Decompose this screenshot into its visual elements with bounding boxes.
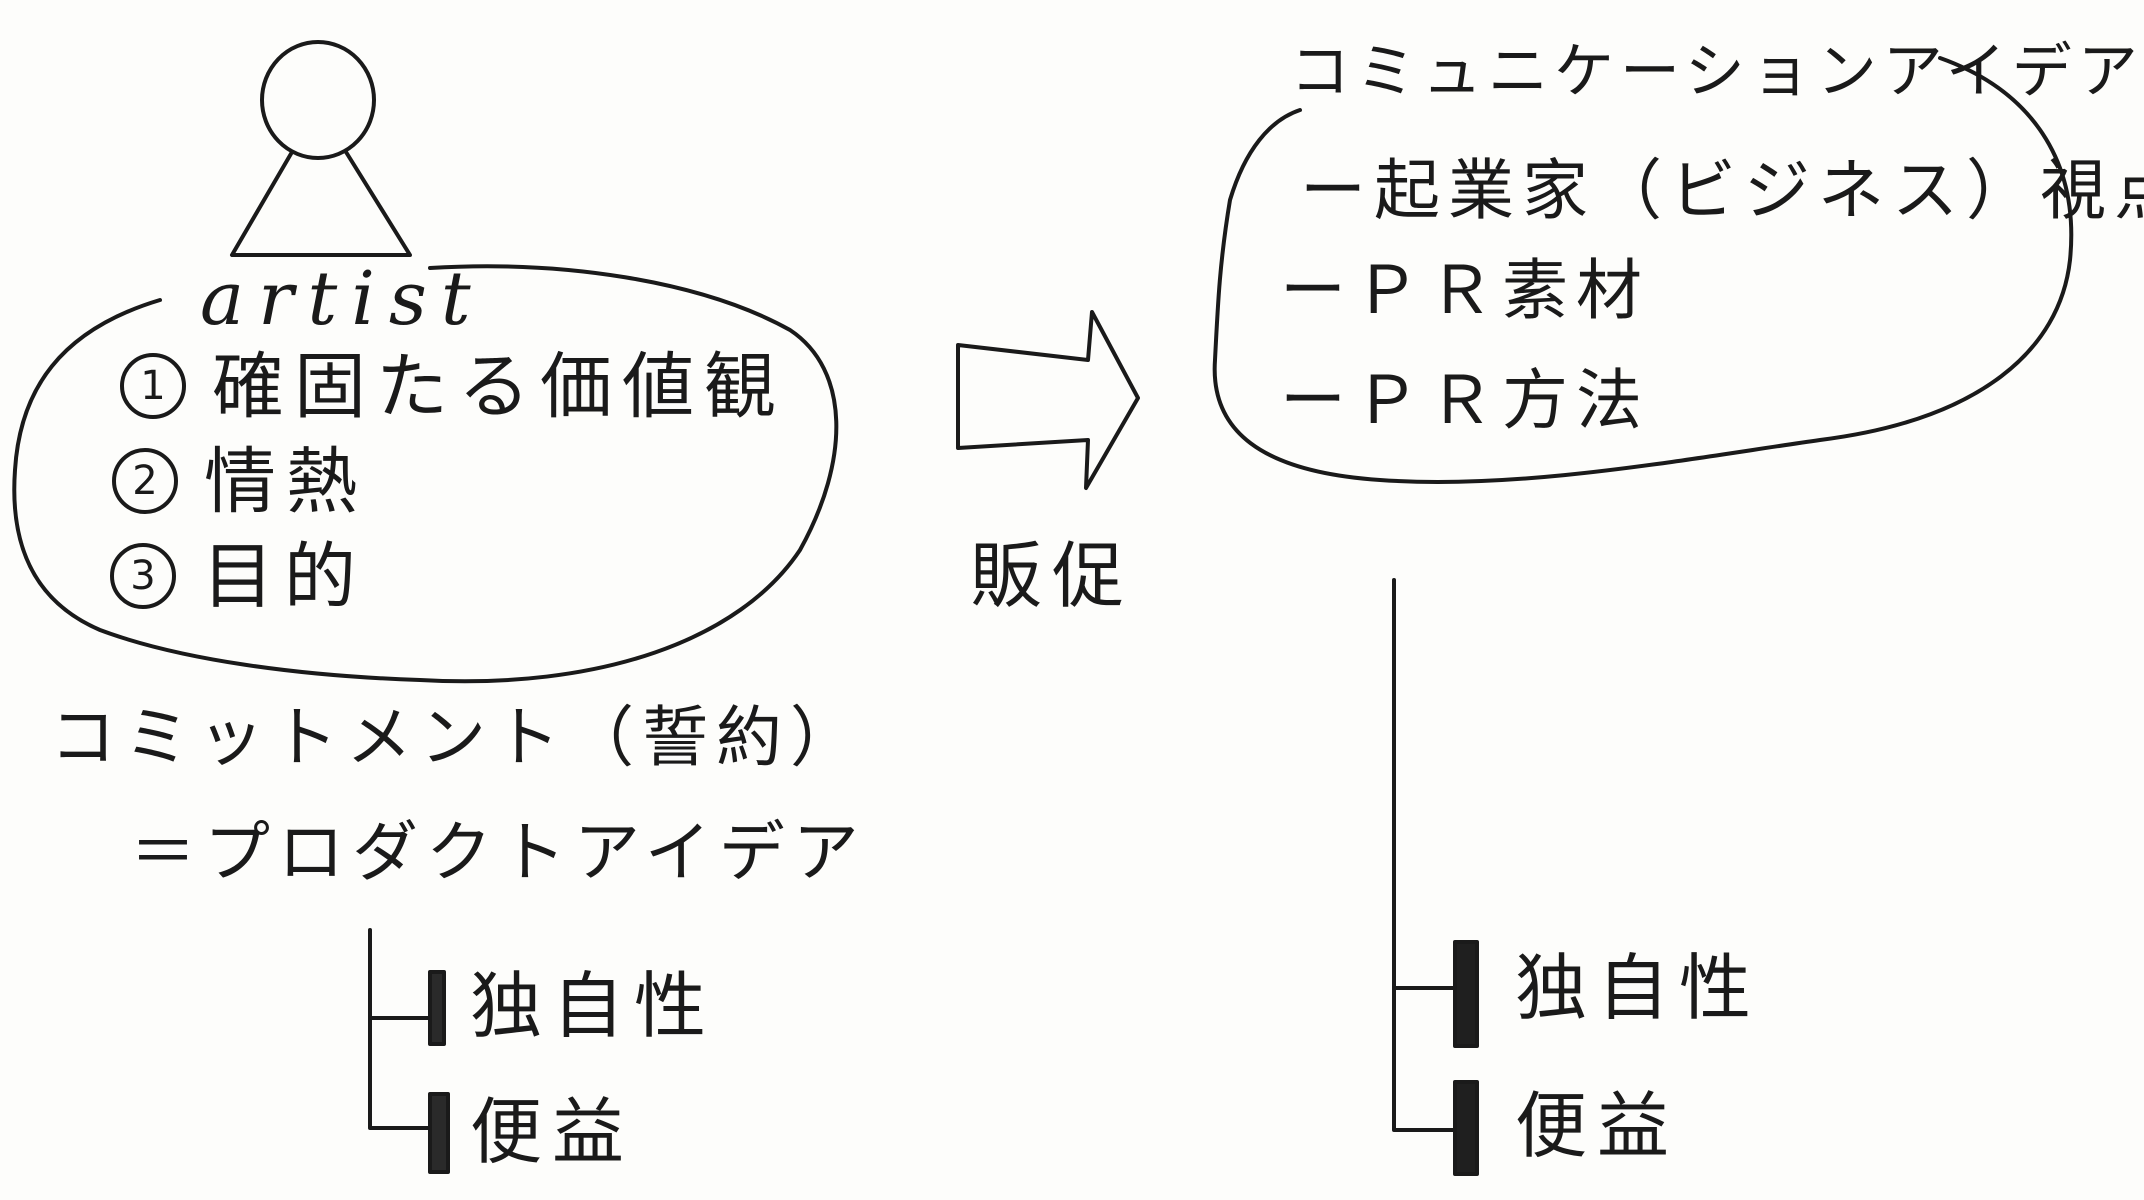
value-text: 情熱 — [204, 439, 369, 524]
left-branch-uniqueness: 独自性 — [470, 964, 717, 1048]
right-title: コミュニケーションアイデア — [1290, 37, 2144, 107]
left-branch-benefit: 便益 — [470, 1090, 635, 1174]
arrow-label: 販促 — [970, 534, 1135, 618]
value-text: 目的 — [202, 534, 367, 619]
right-bubble-outline — [1212, 56, 2074, 484]
commitment-text: コミットメント（誓約） — [50, 699, 864, 776]
right-arrow-icon — [956, 310, 1140, 490]
left-branch-marker-2 — [428, 1092, 450, 1174]
left-branch-marker-1 — [428, 970, 446, 1046]
left-bubble-outline — [12, 264, 839, 684]
right-tree-lines — [1392, 578, 1460, 1132]
number-badge: 1 — [120, 353, 186, 420]
artist-label: artist — [200, 256, 485, 342]
product-idea-text: ＝プロダクトアイデア — [130, 814, 867, 891]
right-point-3: ーＰＲ方法 — [1280, 362, 1650, 439]
number-badge: 2 — [112, 448, 178, 515]
right-point-2: ーＰＲ素材 — [1280, 252, 1650, 329]
value-text: 確固たる価値観 — [212, 344, 787, 429]
right-point-1: ー起業家（ビジネス）視点 — [1300, 152, 2144, 229]
right-branch-benefit: 便益 — [1515, 1084, 1680, 1168]
person-icon — [230, 40, 412, 257]
right-branch-uniqueness: 独自性 — [1515, 946, 1762, 1030]
right-branch-marker-2 — [1453, 1080, 1479, 1176]
right-branch-marker-1 — [1453, 940, 1479, 1048]
left-tree-lines — [368, 928, 434, 1130]
number-badge: 3 — [110, 543, 176, 610]
